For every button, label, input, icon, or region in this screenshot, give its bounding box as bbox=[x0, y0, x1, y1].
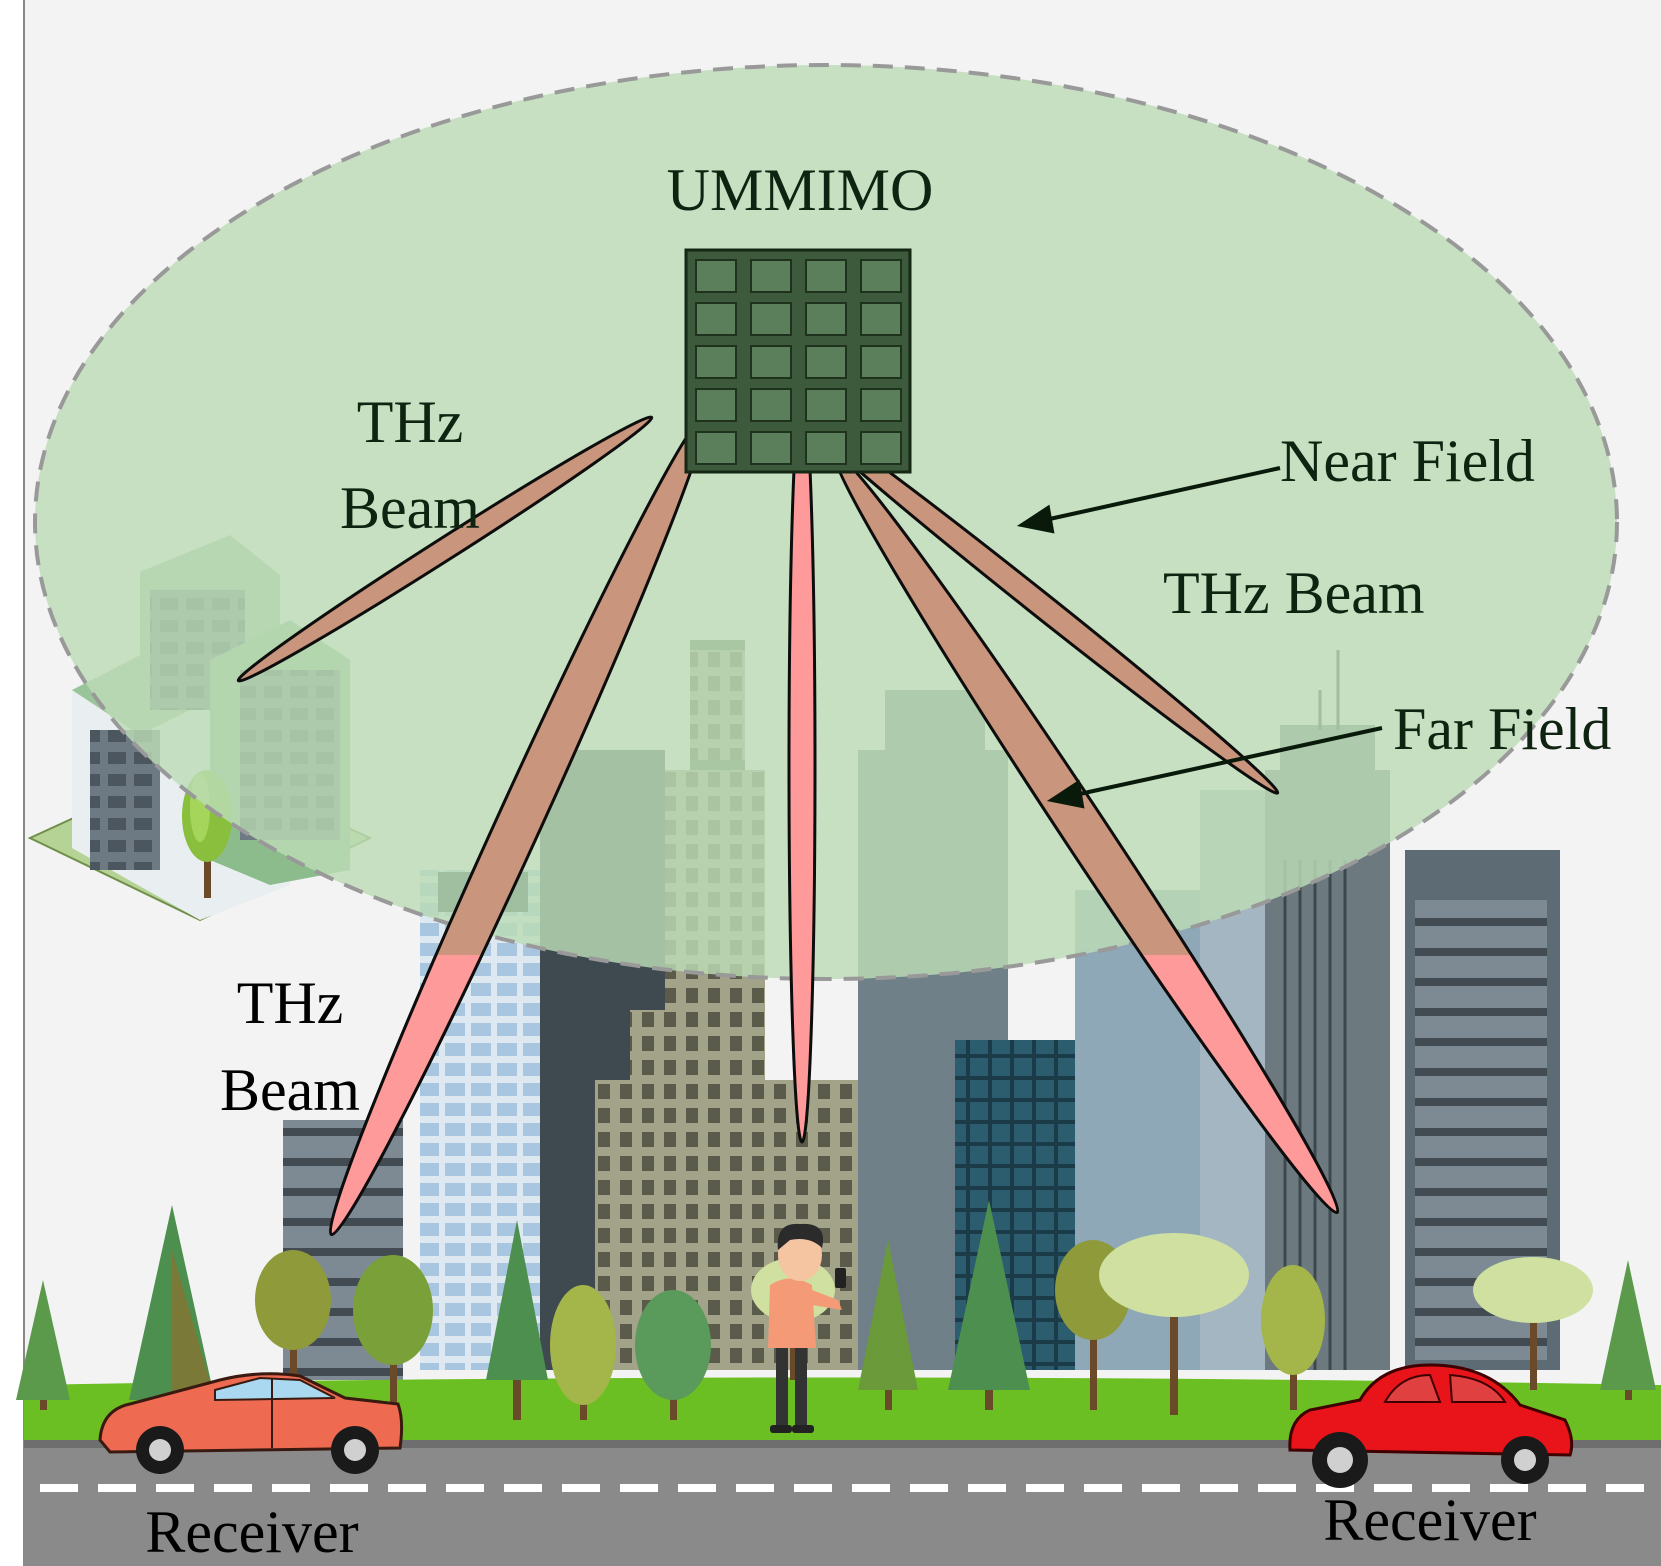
far-field-label: Far Field bbox=[1393, 696, 1611, 762]
vintage-car-icon bbox=[1288, 1363, 1574, 1488]
thz-beam-label-lower-line2: Beam bbox=[220, 1057, 360, 1123]
near-field-label: Near Field bbox=[1280, 428, 1535, 494]
thz-beam-left bbox=[236, 415, 654, 683]
ummimo-label: UMMIMO bbox=[667, 157, 934, 223]
road bbox=[24, 1440, 1661, 1566]
receiver-label-right: Receiver bbox=[1323, 1487, 1536, 1553]
person-with-phone-icon bbox=[768, 1223, 846, 1433]
far-field-arrow bbox=[1074, 726, 1383, 797]
far-field-beams bbox=[328, 955, 1340, 1237]
annotation-arrows bbox=[1016, 466, 1383, 809]
thz-beam-label-lower-line1: THz bbox=[237, 970, 344, 1036]
thz-beam-label-upper-line1: THz bbox=[357, 389, 464, 455]
antenna-array-icon bbox=[684, 248, 912, 474]
sedan-car-icon bbox=[98, 1372, 404, 1474]
near-field-arrow bbox=[1044, 466, 1281, 522]
thz-beam-center bbox=[787, 388, 817, 1144]
receiver-label-left: Receiver bbox=[145, 1499, 358, 1565]
thz-beam-label-right: THz Beam bbox=[1163, 560, 1425, 626]
ground bbox=[24, 1377, 1661, 1566]
thz-beam-label-upper-line2: Beam bbox=[340, 475, 480, 541]
